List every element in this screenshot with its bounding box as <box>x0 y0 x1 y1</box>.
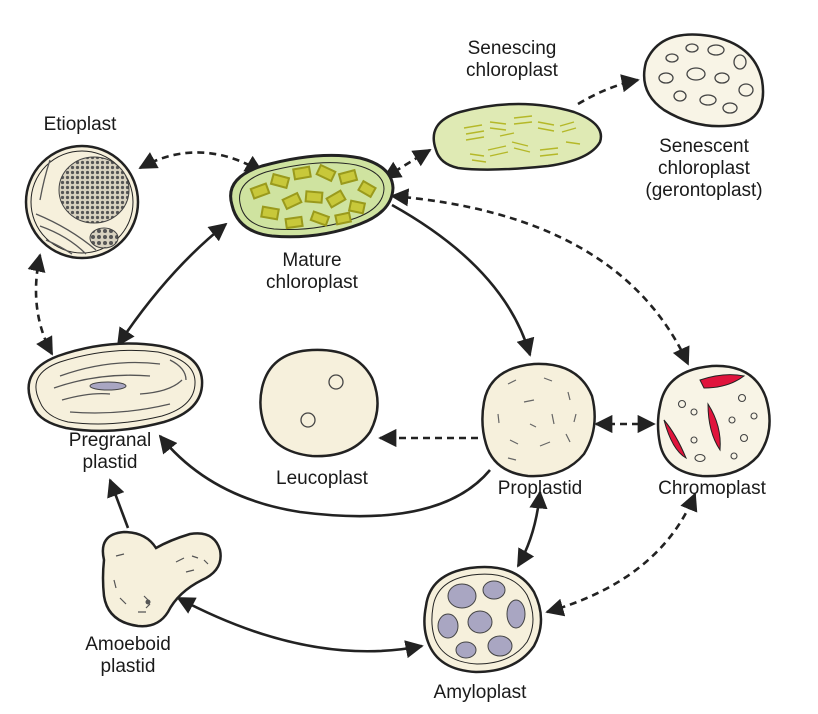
senescent-chloroplast-shape <box>642 33 765 128</box>
label-proplastid: Proplastid <box>497 478 583 499</box>
arrow-amoeboid-pregranal <box>107 478 130 529</box>
arrow-mature-proplastid <box>391 203 535 357</box>
arrow-amyloplast-amoeboid <box>176 596 424 659</box>
label-etioplast: Etioplast <box>43 114 117 135</box>
label-senescent-chloroplast: Senescent chloroplast (gerontoplast) <box>645 136 763 201</box>
proplastid-shape <box>481 362 596 478</box>
etioplast-shape <box>24 144 140 260</box>
label-chromoplast: Chromoplast <box>658 478 766 499</box>
label-amoeboid-plastid: Amoeboid plastid <box>85 634 171 677</box>
arrow-amyloplast-chromoplast <box>545 492 698 617</box>
arrow-mature-chromoplast <box>390 188 690 366</box>
amyloplast-shape <box>423 565 543 674</box>
arrow-proplastid-amyloplast <box>516 490 548 568</box>
amoeboid-plastid-shape <box>101 530 222 628</box>
mature-chloroplast-shape <box>229 153 395 239</box>
senescing-chloroplast-shape <box>432 102 603 171</box>
arrow-etioplast-mature <box>138 151 264 174</box>
arrow-senescing-senescent <box>577 74 640 106</box>
label-senescing-chloroplast: Senescing chloroplast <box>466 38 558 81</box>
arrow-mature-senescing <box>382 148 432 180</box>
pregranal-plastid-shape <box>27 342 204 433</box>
chromoplast-shape <box>656 364 771 478</box>
label-leucoplast: Leucoplast <box>276 468 368 489</box>
arrow-pregranal-mature <box>116 222 228 347</box>
leucoplast-shape <box>259 348 379 458</box>
arrow-proplastid-pregranal <box>158 434 491 518</box>
label-mature-chloroplast: Mature chloroplast <box>266 250 358 293</box>
arrow-etioplast-pregranal <box>27 253 54 356</box>
label-amyloplast: Amyloplast <box>433 682 527 703</box>
label-pregranal-plastid: Pregranal plastid <box>68 430 152 473</box>
arrows <box>27 74 698 659</box>
